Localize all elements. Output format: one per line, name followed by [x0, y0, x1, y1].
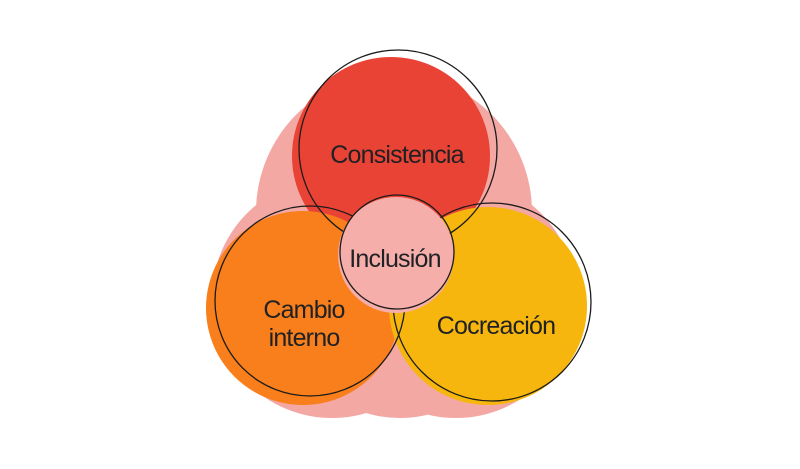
circle-inclusion: [338, 197, 454, 313]
label-cambio-line1: Cambio: [263, 296, 344, 324]
label-cambio-line2: interno: [269, 324, 340, 352]
label-inclusion: Inclusión: [349, 245, 440, 273]
label-cocreacion: Cocreación: [437, 312, 555, 340]
outline-inclusion: [339, 194, 455, 310]
label-consistencia: Consistencia: [330, 141, 464, 169]
circle-consistencia: [292, 57, 490, 255]
